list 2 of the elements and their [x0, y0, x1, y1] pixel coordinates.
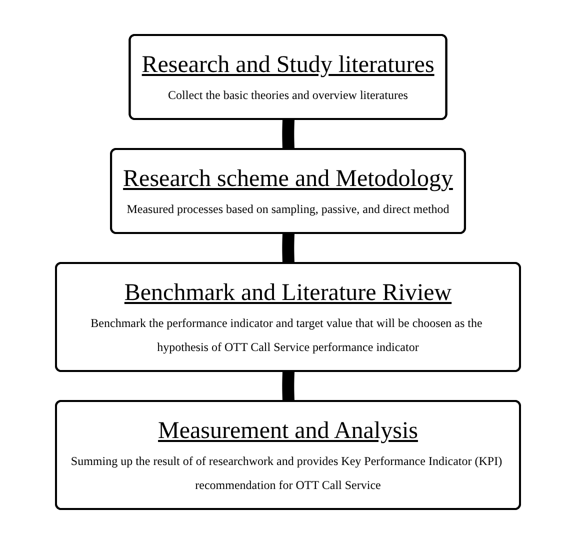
node-text: Benchmark and Literature Riview Benchmark the performance indicator and target value that will be choosen as the hypothesis of OTT Call Service performance indicator	[90, 280, 482, 354]
node-text: Measurement and Analysis Summing up the result of of researchwork and provides Key Performance Indicator (KPI) recommendation for OTT Call Service	[70, 418, 502, 492]
